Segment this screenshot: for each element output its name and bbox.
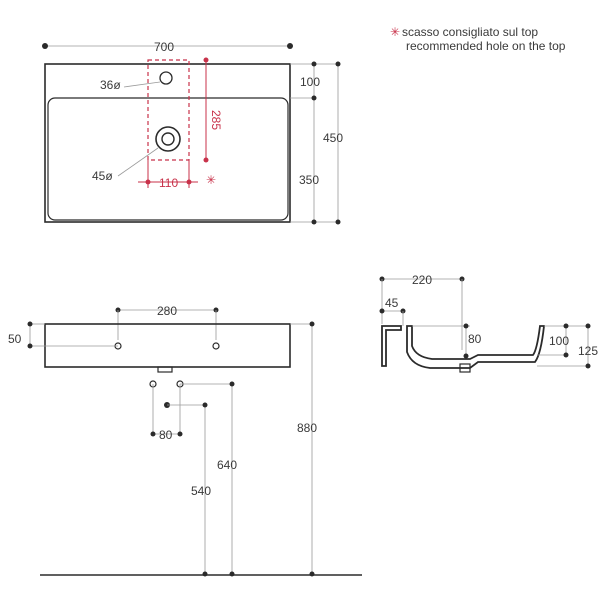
- label-side-rim: 45: [385, 296, 399, 310]
- recommended-hole-note: ✳ scasso consigliato sul top recommended…: [390, 25, 566, 53]
- drain-hole-inner: [161, 132, 175, 146]
- label-height-880: 880: [297, 421, 317, 435]
- tap-hole: [159, 71, 173, 85]
- label-holes-spacing: 280: [157, 304, 177, 318]
- label-side-height-125: 125: [578, 344, 598, 358]
- label-top-hole-width: 110: [159, 176, 178, 190]
- label-width: 700: [154, 40, 174, 54]
- basin-outline-front: [44, 323, 291, 368]
- note-english: recommended hole on the top: [406, 39, 566, 53]
- drain-hole-outer: [155, 126, 181, 152]
- side-profile-bowl: [406, 325, 546, 369]
- label-height-540: 540: [191, 484, 211, 498]
- front-view: 280 50 80 640 540: [8, 304, 362, 577]
- drain-outlet-front: [157, 366, 173, 373]
- side-view: 220 45 80 100 125: [379, 273, 598, 373]
- label-deck-depth: 100: [300, 75, 320, 89]
- label-top-hole-height: 285: [209, 110, 223, 130]
- label-side-inner-depth: 80: [468, 332, 482, 346]
- label-drain-hole: 45ø: [92, 169, 113, 183]
- overflow-hole-right: [212, 342, 220, 350]
- top-hole-star-icon: ✳: [206, 173, 216, 187]
- top-view: 700 36ø 45ø 285 110 ✳: [42, 40, 343, 225]
- side-drain-outlet: [459, 363, 471, 373]
- basin-outline-top: [44, 63, 291, 223]
- note-italian: scasso consigliato sul top: [402, 25, 538, 39]
- label-side-depth: 220: [412, 273, 432, 287]
- note-star-icon: ✳: [390, 25, 400, 39]
- recommended-hole-rect: [147, 59, 190, 161]
- label-holes-height: 50: [8, 332, 22, 346]
- label-basin-depth: 350: [299, 173, 319, 187]
- basin-bowl-top: [47, 97, 289, 221]
- label-tap-hole: 36ø: [100, 78, 121, 92]
- label-height-640: 640: [217, 458, 237, 472]
- label-trap-spacing: 80: [159, 428, 173, 442]
- label-side-height-100: 100: [549, 334, 569, 348]
- side-profile-outer: [381, 325, 402, 367]
- label-total-depth: 450: [323, 131, 343, 145]
